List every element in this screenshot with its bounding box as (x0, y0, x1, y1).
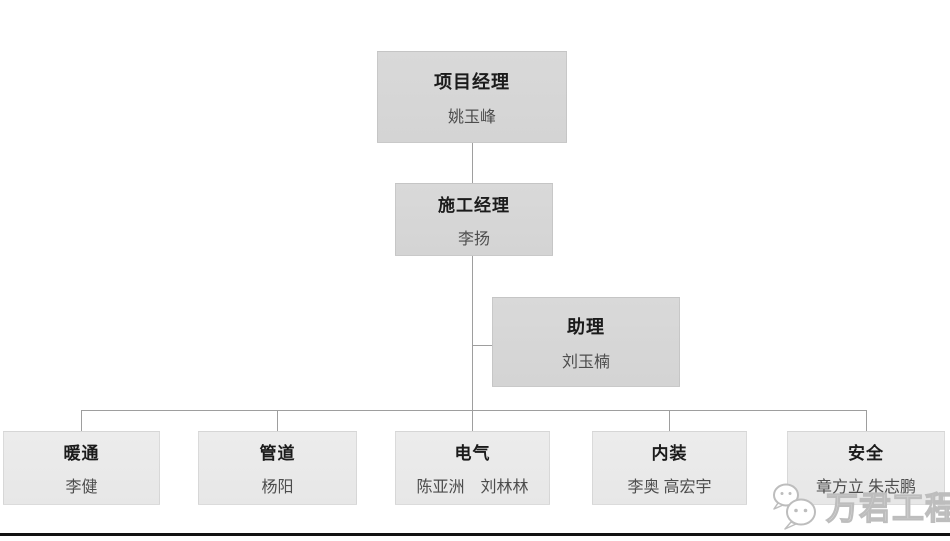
node-title: 暖通 (63, 444, 100, 463)
node-person-name: 李奥 高宏宇 (627, 479, 712, 496)
org-node-assistant: 助理 刘玉楠 (492, 297, 680, 387)
org-node-safety: 安全 章方立 朱志鹏 (787, 431, 945, 505)
connector-drop-hvac (81, 410, 82, 431)
node-person-name: 李扬 (457, 230, 490, 248)
org-node-piping: 管道 杨阳 (198, 431, 357, 505)
connector-drop-safety (866, 410, 867, 431)
org-node-construction-manager: 施工经理 李扬 (395, 183, 553, 256)
node-person-name: 杨阳 (261, 479, 294, 496)
node-title: 安全 (848, 444, 884, 463)
node-title: 电气 (454, 444, 491, 463)
node-title: 内装 (651, 444, 688, 463)
node-person-name: 姚玉峰 (447, 108, 496, 126)
connector-pm-to-cm (472, 143, 473, 183)
node-title: 项目经理 (434, 71, 510, 92)
footer-divider-line (0, 533, 950, 536)
node-person-name: 陈亚洲 刘林林 (416, 479, 529, 496)
org-node-electrical: 电气 陈亚洲 刘林林 (395, 431, 550, 505)
node-title: 助理 (567, 316, 605, 337)
org-node-interior: 内装 李奥 高宏宇 (592, 431, 747, 505)
node-title: 管道 (259, 444, 296, 463)
node-person-name: 李健 (65, 479, 98, 496)
org-node-hvac: 暖通 李健 (3, 431, 160, 505)
connector-drop-piping (277, 410, 278, 431)
node-person-name: 章方立 朱志鹏 (815, 479, 916, 496)
node-title: 施工经理 (438, 195, 510, 215)
org-node-project-manager: 项目经理 姚玉峰 (377, 51, 567, 143)
node-person-name: 刘玉楠 (561, 353, 610, 371)
connector-cm-to-bottom-bus (472, 256, 473, 431)
connector-horizontal-bus (81, 410, 867, 411)
connector-drop-interior (669, 410, 670, 431)
connector-stub-to-assistant (472, 345, 492, 346)
